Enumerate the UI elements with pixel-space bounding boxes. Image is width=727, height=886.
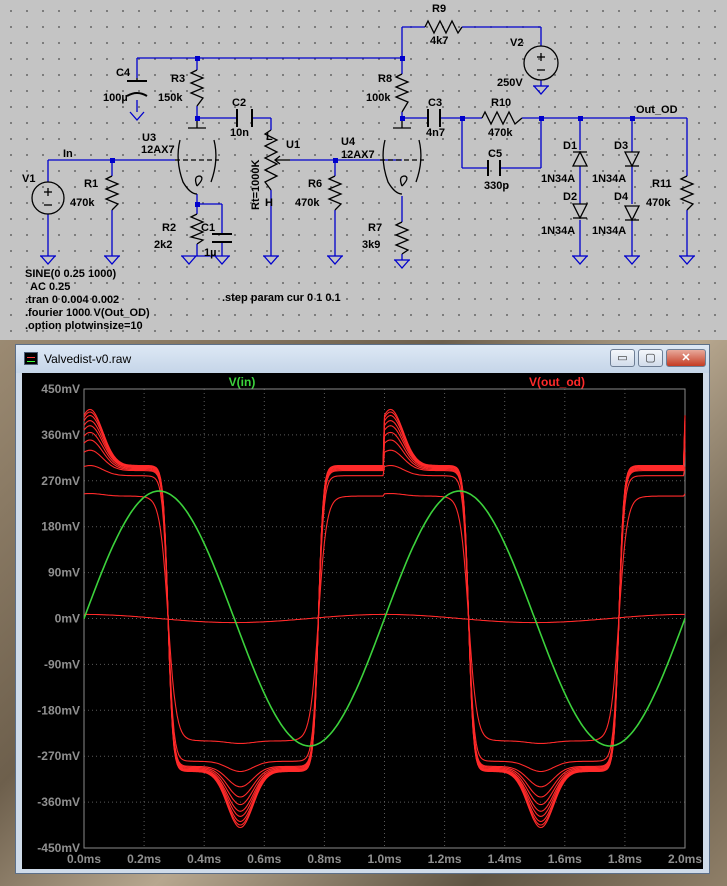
c3-value[interactable]: 4n7 (426, 127, 445, 139)
x-tick-label: 0.4ms (187, 852, 221, 866)
window-titlebar[interactable]: Valvedist-v0.raw ▭ ▢ ✕ (16, 345, 709, 373)
r2-value[interactable]: 2k2 (154, 239, 172, 251)
r11-value[interactable]: 470k (646, 197, 671, 209)
directive-tran[interactable]: .tran 0 0.004 0.002 (25, 294, 119, 306)
waveform-icon (24, 352, 38, 365)
r7-ref[interactable]: R7 (368, 222, 382, 234)
c4-value[interactable]: 100µ (103, 92, 128, 104)
x-tick-label: 1.2ms (428, 852, 462, 866)
v2-value[interactable]: 250V (497, 77, 523, 89)
x-tick-label: 0.8ms (307, 852, 341, 866)
v2-ref[interactable]: V2 (510, 37, 523, 49)
c1-ref[interactable]: C1 (201, 222, 215, 234)
window-title: Valvedist-v0.raw (44, 352, 132, 366)
series-out-od-trace (84, 613, 685, 624)
d3-ref[interactable]: D3 (614, 140, 628, 152)
d1-ref[interactable]: D1 (563, 140, 577, 152)
r8-ref[interactable]: R8 (378, 73, 392, 85)
source-directive-sine[interactable]: SINE(0 0.25 1000) (25, 268, 116, 280)
r11-ref[interactable]: R11 (652, 178, 672, 190)
x-tick-label: 0.2ms (127, 852, 161, 866)
minimize-button[interactable]: ▭ (610, 349, 635, 367)
x-tick-label: 1.0ms (367, 852, 401, 866)
r8-value[interactable]: 100k (366, 92, 391, 104)
c2-ref[interactable]: C2 (232, 97, 246, 109)
y-tick-label: 90mV (48, 566, 80, 580)
r1-ref[interactable]: R1 (84, 178, 98, 190)
directive-option[interactable]: .option plotwinsize=10 (25, 320, 143, 332)
series-in-trace (83, 490, 686, 747)
legend-v-in[interactable]: V(in) (229, 375, 256, 389)
directive-fourier[interactable]: .fourier 1000 V(Out_OD) (25, 307, 150, 319)
r3-ref[interactable]: R3 (171, 73, 185, 85)
u3-value[interactable]: 12AX7 (141, 144, 175, 156)
series-out-od-trace (83, 408, 686, 829)
c4-ref[interactable]: C4 (116, 67, 131, 79)
c5-ref[interactable]: C5 (488, 148, 502, 160)
r9-value[interactable]: 4k7 (430, 35, 448, 47)
v1-ref[interactable]: V1 (22, 173, 35, 185)
x-tick-label: 0.6ms (247, 852, 281, 866)
c1-value[interactable]: 1µ (204, 247, 216, 259)
y-tick-label: 270mV (41, 474, 80, 488)
net-label-out[interactable]: Out_OD (636, 104, 678, 116)
legend-v-out-od[interactable]: V(out_od) (529, 375, 585, 389)
x-tick-label: 1.6ms (548, 852, 582, 866)
d1-value[interactable]: 1N34A (541, 173, 575, 185)
c3-ref[interactable]: C3 (428, 97, 442, 109)
r10-ref[interactable]: R10 (491, 97, 511, 109)
close-button[interactable]: ✕ (666, 349, 706, 367)
r6-value[interactable]: 470k (295, 197, 320, 209)
pot-pin-low: L (266, 131, 273, 143)
u3-ref[interactable]: U3 (142, 132, 156, 144)
y-tick-label: -270mV (37, 749, 80, 763)
waveform-chart[interactable]: 0.0ms 0.2ms 0.4ms 0.6ms 0.8ms 1.0ms 1.2ms 1.4ms… (22, 373, 703, 869)
c2-value[interactable]: 10n (230, 127, 249, 139)
x-tick-label: 0.0ms (67, 852, 101, 866)
waveform-plot[interactable]: 0.0ms 0.2ms 0.4ms 0.6ms 0.8ms 1.0ms 1.2ms 1.4ms… (22, 373, 703, 869)
u1-value[interactable]: Rt=1000K (250, 159, 262, 210)
d3-value[interactable]: 1N34A (592, 173, 626, 185)
r6-ref[interactable]: R6 (308, 178, 322, 190)
y-tick-label: -360mV (37, 795, 80, 809)
r9-ref[interactable]: R9 (432, 3, 446, 15)
d4-ref[interactable]: D4 (614, 191, 629, 203)
directive-step[interactable]: .step param cur 0 1 0.1 (222, 292, 341, 304)
x-tick-label: 2.0ms (668, 852, 702, 866)
net-label-in[interactable]: In (63, 148, 73, 160)
maximize-button[interactable]: ▢ (638, 349, 663, 367)
r1-value[interactable]: 470k (70, 197, 95, 209)
r7-value[interactable]: 3k9 (362, 239, 380, 251)
r3-value[interactable]: 150k (158, 92, 183, 104)
y-tick-label: 450mV (41, 382, 80, 396)
schematic-canvas[interactable]: R9 4k7 V2 250V C4 100µ R3 150k C2 10n R8… (0, 0, 727, 340)
series-out-od-trace (83, 464, 686, 773)
pot-pin-high: H (265, 197, 273, 209)
u4-value[interactable]: 12AX7 (341, 149, 375, 161)
series-out-od-trace (83, 493, 686, 744)
y-tick-label: 0mV (55, 612, 80, 626)
y-tick-label: 360mV (41, 428, 80, 442)
x-tick-label: 1.8ms (608, 852, 642, 866)
y-tick-label: -180mV (37, 703, 80, 717)
y-tick-label: -90mV (44, 657, 80, 671)
d4-value[interactable]: 1N34A (592, 225, 626, 237)
y-tick-label: -450mV (37, 841, 80, 855)
u1-ref[interactable]: U1 (286, 139, 300, 151)
d2-value[interactable]: 1N34A (541, 225, 575, 237)
c5-value[interactable]: 330p (484, 180, 509, 192)
y-tick-label: 180mV (41, 520, 80, 534)
schematic-editor[interactable]: R9 4k7 V2 250V C4 100µ R3 150k C2 10n R8… (0, 0, 727, 340)
r2-ref[interactable]: R2 (162, 222, 176, 234)
x-tick-label: 1.4ms (488, 852, 522, 866)
source-directive-ac[interactable]: AC 0.25 (30, 281, 70, 293)
r10-value[interactable]: 470k (488, 127, 513, 139)
u4-ref[interactable]: U4 (341, 136, 356, 148)
d2-ref[interactable]: D2 (563, 191, 577, 203)
